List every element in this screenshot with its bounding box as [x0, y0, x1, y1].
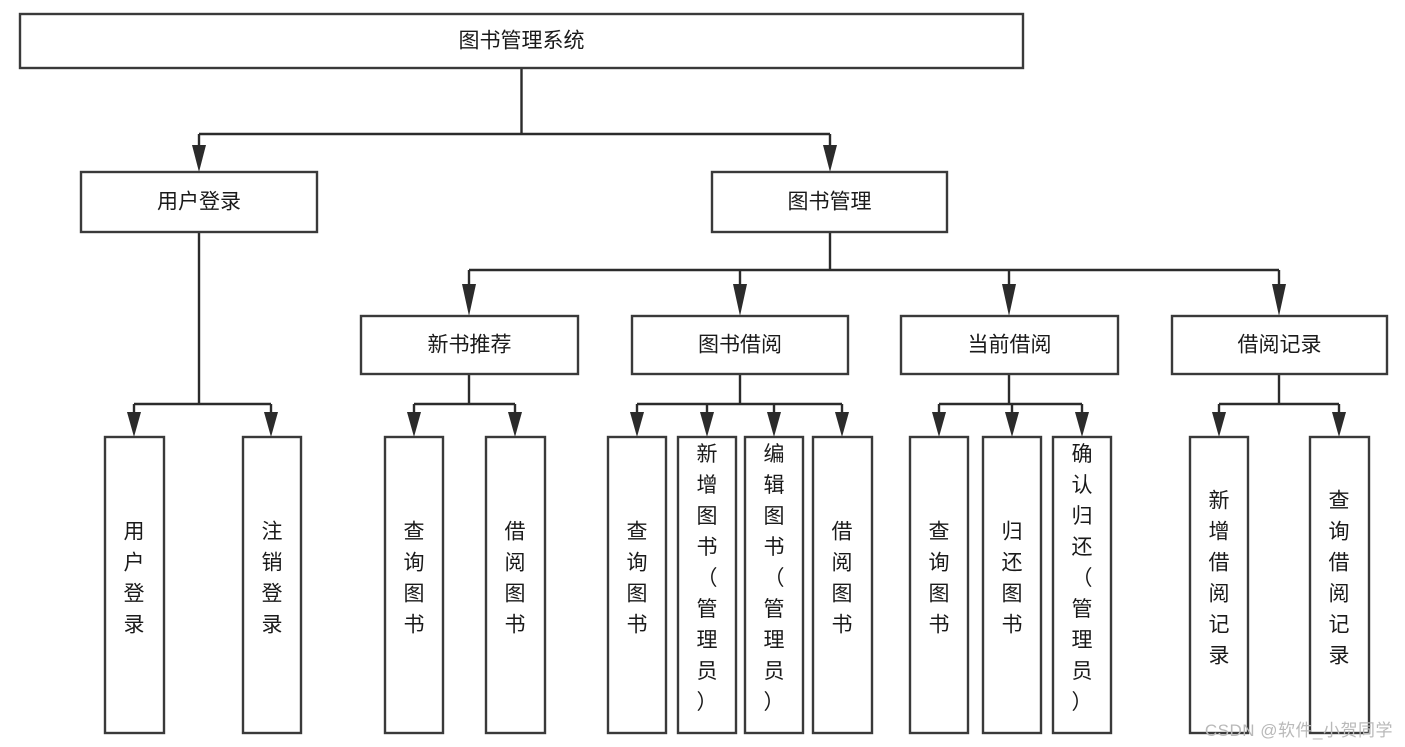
node-leaf-logout-box[interactable] — [241, 435, 303, 735]
node-book-manage-label: 图书管理 — [788, 191, 872, 214]
node-leaf-edit-book-box[interactable] — [743, 435, 805, 735]
node-current-borrow-box[interactable] — [899, 314, 1120, 376]
node-leaf-user-login-box[interactable] — [103, 435, 166, 735]
arrow-head-leaf-query-book-1 — [407, 412, 421, 437]
node-book-manage[interactable]: 图书管理 — [710, 170, 949, 234]
node-user-login-box[interactable] — [79, 170, 319, 234]
node-leaf-query-book-3-label: 查询图书 — [929, 521, 950, 637]
node-root-label: 图书管理系统 — [459, 30, 585, 53]
node-book-borrow-box[interactable] — [630, 314, 850, 376]
arrow-head-leaf-query-book-3 — [932, 412, 946, 437]
node-leaf-borrow-book-1[interactable]: 借阅图书 — [484, 435, 547, 735]
arrow-head-leaf-user-login — [127, 412, 141, 437]
node-leaf-query-book-2[interactable]: 查询图书 — [606, 435, 668, 735]
node-leaf-query-book-2-label: 查询图书 — [627, 521, 648, 637]
arrow-head-leaf-add-book — [700, 412, 714, 437]
arrow-head-leaf-logout — [264, 412, 278, 437]
node-leaf-borrow-book-2-box[interactable] — [811, 435, 874, 735]
node-leaf-confirm-return[interactable]: 确认归还（管理员） — [1051, 435, 1113, 735]
node-leaf-edit-book[interactable]: 编辑图书（管理员） — [743, 435, 805, 735]
node-user-login[interactable]: 用户登录 — [79, 170, 319, 234]
node-leaf-query-record[interactable]: 查询借阅记录 — [1308, 435, 1371, 735]
arrow-head-leaf-edit-book — [767, 412, 781, 437]
node-leaf-query-book-1-box[interactable] — [383, 435, 445, 735]
node-leaf-borrow-book-2[interactable]: 借阅图书 — [811, 435, 874, 735]
arrow-head-leaf-add-record — [1212, 412, 1226, 437]
node-leaf-query-book-1-label: 查询图书 — [404, 521, 425, 637]
csdn-watermark: CSDN @软件_小贺同学 — [1204, 721, 1393, 740]
node-leaf-query-book-2-box[interactable] — [606, 435, 668, 735]
arrow-head-leaf-borrow-book-1 — [508, 412, 522, 437]
arrow-head-borrow-record — [1272, 284, 1286, 316]
node-root[interactable]: 图书管理系统 — [18, 12, 1025, 70]
leaf-nodes-layer: 用户登录 注销登录 查询图书 借阅图书 查询图书 新增图书（管理员） — [103, 435, 1371, 735]
node-leaf-query-book-1[interactable]: 查询图书 — [383, 435, 445, 735]
node-leaf-return-book-label: 归还图书 — [1002, 521, 1023, 637]
node-leaf-borrow-book-1-box[interactable] — [484, 435, 547, 735]
node-leaf-query-record-box[interactable] — [1308, 435, 1371, 735]
node-leaf-add-record-box[interactable] — [1188, 435, 1250, 735]
node-borrow-record-label: 借阅记录 — [1238, 334, 1322, 357]
node-leaf-borrow-book-1-label: 借阅图书 — [505, 521, 526, 637]
arrow-head-user-login — [192, 145, 206, 172]
node-new-book-recommend-box[interactable] — [359, 314, 580, 376]
arrow-head-new-book-recommend — [462, 284, 476, 316]
node-book-borrow[interactable]: 图书借阅 — [630, 314, 850, 376]
connector-layer — [127, 68, 1346, 437]
node-book-borrow-label: 图书借阅 — [698, 334, 782, 357]
node-new-book-recommend[interactable]: 新书推荐 — [359, 314, 580, 376]
node-leaf-confirm-return-box[interactable] — [1051, 435, 1113, 735]
arrow-head-current-borrow — [1002, 284, 1016, 316]
node-new-book-recommend-label: 新书推荐 — [428, 334, 512, 357]
arrow-head-book-borrow — [733, 284, 747, 316]
node-borrow-record[interactable]: 借阅记录 — [1170, 314, 1389, 376]
arrow-head-leaf-return-book — [1005, 412, 1019, 437]
arrow-head-leaf-query-book-2 — [630, 412, 644, 437]
node-leaf-query-book-3[interactable]: 查询图书 — [908, 435, 970, 735]
node-leaf-logout-label: 注销登录 — [262, 521, 283, 637]
arrow-head-leaf-borrow-book-2 — [835, 412, 849, 437]
node-leaf-query-book-3-box[interactable] — [908, 435, 970, 735]
node-leaf-logout[interactable]: 注销登录 — [241, 435, 303, 735]
node-leaf-add-book[interactable]: 新增图书（管理员） — [676, 435, 738, 735]
arrow-head-leaf-confirm-return — [1075, 412, 1089, 437]
node-leaf-confirm-return-label: 确认归还（管理员） — [1072, 443, 1093, 714]
node-user-login-label: 用户登录 — [157, 191, 241, 214]
node-leaf-user-login[interactable]: 用户登录 — [103, 435, 166, 735]
node-root-box[interactable] — [18, 12, 1025, 70]
node-leaf-return-book-box[interactable] — [981, 435, 1043, 735]
node-current-borrow[interactable]: 当前借阅 — [899, 314, 1120, 376]
node-leaf-edit-book-label: 编辑图书（管理员） — [764, 443, 785, 714]
node-borrow-record-box[interactable] — [1170, 314, 1389, 376]
node-leaf-return-book[interactable]: 归还图书 — [981, 435, 1043, 735]
node-leaf-add-book-label: 新增图书（管理员） — [697, 443, 718, 714]
node-leaf-borrow-book-2-label: 借阅图书 — [832, 521, 853, 637]
node-book-manage-box[interactable] — [710, 170, 949, 234]
arrow-head-leaf-query-record — [1332, 412, 1346, 437]
node-current-borrow-label: 当前借阅 — [968, 334, 1052, 357]
node-leaf-add-record-label: 新增借阅记录 — [1209, 490, 1230, 668]
node-leaf-add-book-box[interactable] — [676, 435, 738, 735]
node-leaf-query-record-label: 查询借阅记录 — [1329, 490, 1350, 668]
arrow-head-book-manage — [823, 145, 837, 172]
node-leaf-user-login-label: 用户登录 — [124, 521, 145, 637]
node-leaf-add-record[interactable]: 新增借阅记录 — [1188, 435, 1250, 735]
